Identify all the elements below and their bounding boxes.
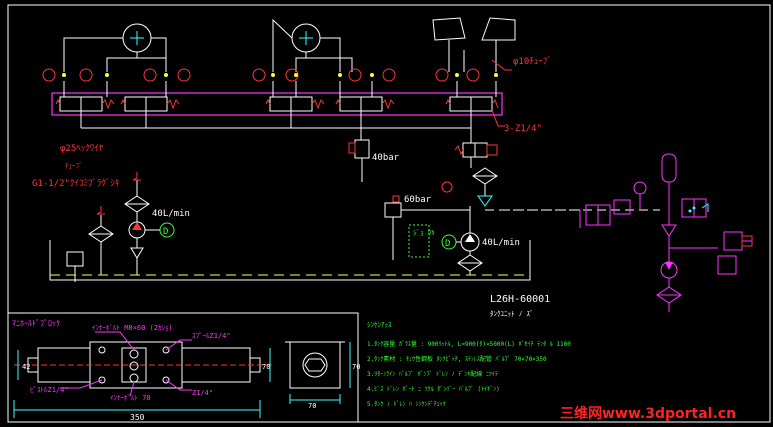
gauge-icon — [382, 68, 396, 82]
tank-outline — [49, 240, 531, 281]
port-callout: ﾋﾟｽﾄﾙZ1/4" — [30, 386, 69, 394]
dimension-lines — [13, 348, 271, 418]
right-actuator-circuit — [579, 153, 752, 312]
manifold-end-view — [285, 341, 345, 389]
manifold-port-label: 3-Z1/4" — [504, 124, 542, 134]
flow-label: 40L/min — [482, 238, 520, 248]
gauge-dots — [62, 73, 498, 77]
dimension-side: 42 — [22, 363, 30, 371]
pump-icon — [132, 222, 142, 230]
dimension-length: 350 — [130, 413, 145, 422]
tube-size-label: φ10ﾁｭｰﾌﾞ — [513, 56, 552, 67]
note-line: 4.ﾋﾞｽ ﾄﾞﾚﾝ ﾎﾟｰﾄ ﾆ ﾂｹﾙ ﾀﾞﾝﾊﾟｰ ﾊﾞﾙﾌﾞ (ﾄｲｷﾞ… — [367, 386, 500, 393]
gauge-icon — [42, 68, 56, 82]
small-gauge-row — [42, 68, 480, 82]
gauge-icon — [435, 68, 449, 82]
detail-title: ﾏﾆﾎｰﾙﾄﾞﾌﾞﾛｯｸ — [12, 319, 60, 328]
note-line: 5.ﾀﾝｸ ﾉ ﾄﾞﾚﾝ ﾊ ｼﾝｹﾝﾃﾞﾁｪｯｸ — [367, 401, 446, 408]
note-line: 1.ﾀﾝｸ容量 ｶﾞﾗｽ量 : 900ﾘｯﾄﾙ, L=900(ﾀ)×5000(L… — [367, 340, 571, 348]
top-gauge-group — [63, 17, 516, 72]
gauge-icon — [252, 68, 266, 82]
port-callout: Z1/4" — [192, 389, 213, 397]
manifold-block — [51, 92, 503, 116]
side-note-label: ｼﾞｮ ｳｷ — [413, 229, 435, 237]
note-line: 3.ﾘﾀｰﾝﾗｲﾝ ﾊﾞﾙﾌﾞ ﾎﾟﾝﾌﾟ ﾄﾞﾚﾝ ﾉ ﾃﾞﾝｷ配線 ﾆﾂｲﾃ — [367, 370, 498, 378]
dimension-width: 70 — [308, 402, 316, 410]
solenoid-valve — [462, 142, 488, 168]
valve-springs — [55, 98, 499, 110]
note-line: 2.ﾀﾝｸ素材 : ﾁｭｳ性鋼板 ﾀﾝｸﾋﾟｯﾁ, ｽﾃﾝﾚｽ配管 ﾊﾞﾙﾌﾞ … — [367, 355, 547, 363]
port-callout: ｽﾌﾟｰﾙZ1/4" — [192, 332, 231, 340]
cylinder-icon — [432, 17, 466, 41]
pressure-label: 60bar — [404, 195, 432, 205]
model-sub-label: ﾀﾝｸﾕﾆｯﾄ ﾉ ｽﾞ — [490, 310, 533, 318]
model-number: L26H-60001 — [490, 294, 550, 305]
gauge-icon — [143, 68, 157, 82]
motor-label: D — [163, 227, 168, 237]
cylinder-icon — [481, 17, 516, 41]
dimension-height: 70 — [262, 363, 270, 371]
relief-valve-40bar — [354, 139, 370, 182]
relief-valve-60bar — [384, 202, 470, 260]
motor-label: D — [445, 239, 450, 249]
level-switch-icon — [66, 251, 84, 267]
valve-icon — [585, 204, 599, 226]
check-valve-icon — [661, 224, 677, 237]
watermark-text: 三维网www.3dportal.cn — [560, 405, 736, 422]
gauge-icon — [441, 181, 453, 193]
gauge-icon — [177, 68, 191, 82]
check-valve-icon — [477, 195, 493, 207]
gauge-icon — [79, 68, 93, 82]
filter-right — [472, 167, 498, 196]
suction-port-label: G1-1/2"ｸｲｺﾐﾌﾟﾗｸﾞｼｷ — [32, 178, 120, 189]
flow-label: 40L/min — [152, 209, 190, 219]
bolt-callout: ｲﾝﾅｰﾎﾞﾙﾄ M8×60 (2ｶｼｮ) — [92, 324, 173, 332]
gauge-icon — [466, 68, 480, 82]
notes-title: ｼﾝｹﾝｱｯｽ — [367, 321, 392, 329]
callout-leaders — [60, 331, 192, 397]
inlet-sub-label: ﾁｭｰﾌﾞ — [65, 162, 83, 170]
drawing-border — [7, 4, 771, 423]
pressure-label: 40bar — [372, 153, 400, 163]
branch-lines — [63, 81, 497, 143]
dimension-height: 70 — [352, 363, 360, 371]
pressure-switch-box — [408, 224, 430, 258]
accumulator-icon — [661, 153, 677, 183]
leader-lines — [491, 59, 512, 127]
relief-valve-coil — [348, 142, 356, 154]
gauge-icon — [348, 68, 362, 82]
inlet-pipe-label: φ25ﾍｯｸﾜｲﾔ — [60, 143, 104, 154]
gauge-icon — [633, 181, 647, 195]
end-view-dims — [289, 342, 351, 404]
detail-frame — [7, 312, 359, 423]
bolt-callout: ｲﾝﾅｰﾎﾞﾙﾄ 70 — [110, 394, 151, 402]
